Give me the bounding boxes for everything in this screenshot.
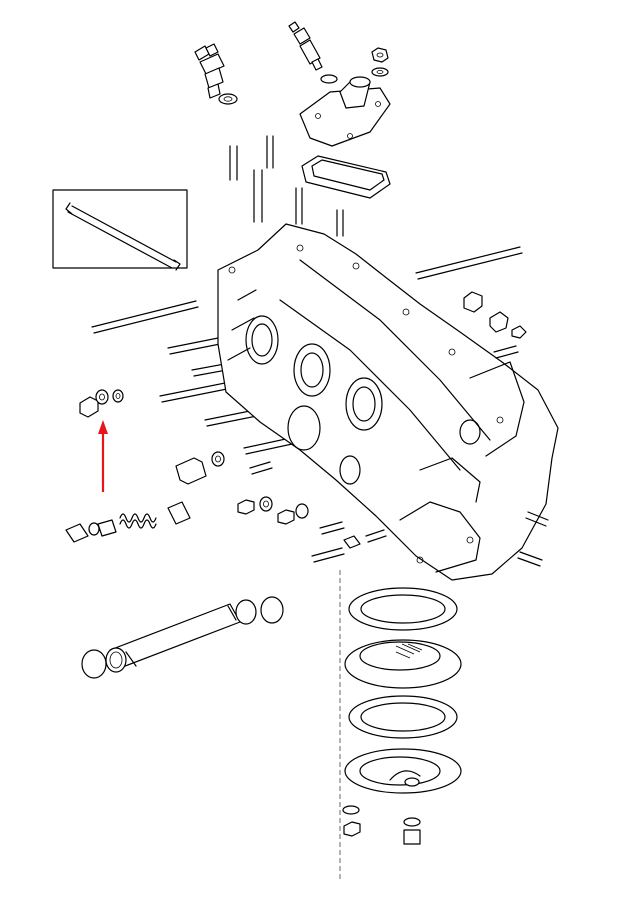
- breather-housing: [299, 76, 391, 147]
- cap-nut-assembly: [79, 389, 124, 418]
- callout-arrow: [98, 420, 108, 492]
- oil-pressure-sender-left: [194, 43, 238, 105]
- upper-studs: [229, 135, 344, 237]
- strainer-gasket-middle: [348, 695, 458, 739]
- strainer-cover-plate: [344, 748, 462, 794]
- drain-plug-parts: [342, 805, 421, 845]
- relief-valve-parts: [65, 451, 225, 543]
- crankcase-body: [217, 223, 559, 581]
- strainer-gasket-top: [348, 587, 458, 631]
- filler-nut-and-washer: [371, 47, 389, 77]
- breather-gasket: [301, 155, 391, 199]
- inset-box-through-bolt: [52, 189, 188, 271]
- nuts-washers-cluster: [237, 461, 387, 563]
- oil-return-tube: [81, 596, 284, 679]
- oil-strainer: [344, 639, 462, 689]
- oil-temperature-sender: [288, 21, 338, 84]
- right-fittings: [463, 291, 549, 567]
